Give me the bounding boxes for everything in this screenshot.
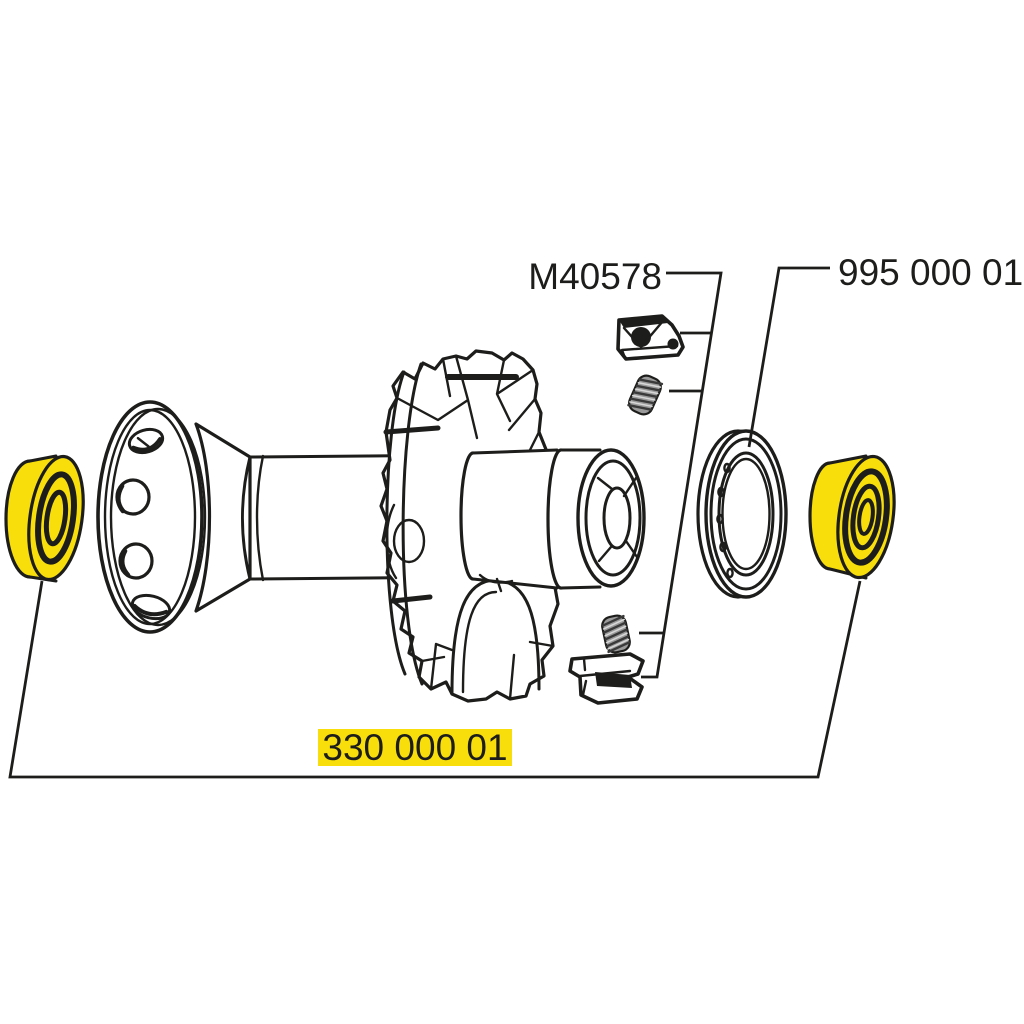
bracket-bearing-kit [8, 580, 862, 779]
spoke-hole [118, 542, 154, 580]
pawl-spring-top [627, 374, 664, 416]
pawl-spring-bottom [601, 614, 631, 654]
spoke-hole [115, 478, 151, 516]
leader-pawl-kit [639, 271, 723, 679]
label-bearing-kit: 330 000 01 [318, 727, 512, 768]
spoke-hole [130, 593, 172, 621]
seal-rivet [716, 462, 734, 579]
seal-number: 995 000 01 [838, 252, 1023, 293]
freehub-driver [459, 448, 646, 593]
spoke-hole [127, 427, 165, 455]
pawl-bottom [568, 652, 645, 705]
bearing-kit-highlight [318, 729, 512, 766]
pawl-kit-number: M40578 [528, 256, 662, 297]
label-seal: 995 000 01 [838, 252, 1023, 293]
hub-shell-flange [96, 400, 252, 634]
bearing-kit-number: 330 000 01 [322, 727, 507, 768]
label-pawl-kit: M40578 [528, 256, 662, 297]
seal-ring [696, 429, 788, 599]
leader-seal [747, 266, 830, 448]
right-bearing [808, 454, 896, 580]
left-bearing [4, 454, 85, 583]
pawl-top [616, 314, 685, 361]
hub-cone [194, 422, 252, 613]
